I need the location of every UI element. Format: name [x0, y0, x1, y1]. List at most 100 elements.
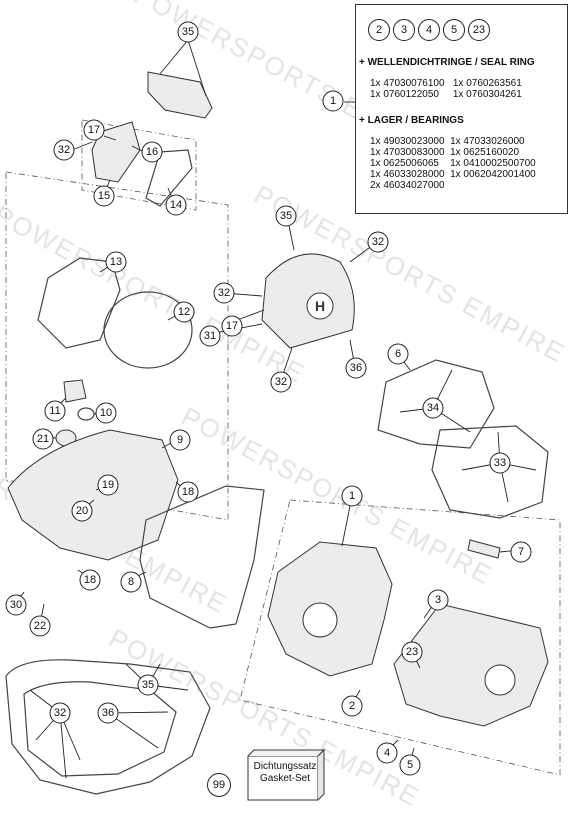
- callout-11: 11: [44, 400, 66, 422]
- callout-18: 18: [177, 481, 199, 503]
- callout-9: 9: [169, 429, 191, 451]
- callout-35: 35: [177, 21, 199, 43]
- callout-35: 35: [275, 205, 297, 227]
- callout-19: 19: [97, 474, 119, 496]
- svg-text:22: 22: [34, 620, 46, 632]
- svg-text:9: 9: [177, 434, 183, 446]
- parts-legend-box: 2 3 4 5 23 + WELLENDICHTRINGE / SEAL RIN…: [355, 4, 568, 214]
- svg-text:3: 3: [435, 594, 441, 606]
- legend-ref: 4: [418, 19, 440, 41]
- svg-text:32: 32: [54, 707, 66, 719]
- guide-bracket: [467, 539, 501, 559]
- svg-text:31: 31: [204, 330, 216, 342]
- callout-10: 10: [95, 402, 117, 424]
- callout-16: 16: [141, 141, 163, 163]
- callout-2: 2: [341, 695, 363, 717]
- svg-text:36: 36: [102, 707, 114, 719]
- outer-cover-gasket: [5, 659, 211, 795]
- callout-4: 4: [376, 742, 398, 764]
- svg-text:36: 36: [350, 362, 362, 374]
- callout-31: 31: [199, 325, 221, 347]
- callout-36: 36: [97, 702, 119, 724]
- callout-32: 32: [270, 371, 292, 393]
- svg-text:1: 1: [349, 490, 355, 502]
- water-pump-gasket: [145, 149, 193, 207]
- svg-text:POWERSPORTS EMPIRE: POWERSPORTS EMPIRE: [0, 199, 310, 389]
- legend-reference-numbers: 2 3 4 5 23: [368, 19, 490, 41]
- callout-13: 13: [105, 251, 127, 273]
- inner-cover-gasket: [23, 681, 177, 777]
- plug-o-ring: [77, 407, 95, 421]
- oil-plug: [63, 379, 87, 403]
- callout-1: 1: [341, 485, 363, 507]
- callout-35: 35: [137, 674, 159, 696]
- callout-12: 12: [173, 301, 195, 323]
- svg-text:14: 14: [170, 199, 182, 211]
- group-outline-clutch-cover: [5, 171, 229, 521]
- svg-text:12: 12: [178, 306, 190, 318]
- legend-ref: 3: [393, 19, 415, 41]
- svg-text:33: 33: [494, 457, 506, 469]
- svg-text:6: 6: [395, 348, 401, 360]
- svg-text:16: 16: [146, 146, 158, 158]
- svg-text:35: 35: [182, 26, 194, 38]
- bearing-heading: + LAGER / BEARINGS: [359, 115, 464, 126]
- exhaust-gasket: [431, 425, 549, 519]
- group-outline-water-pump: [81, 119, 197, 211]
- clutch-cover: [7, 429, 179, 561]
- svg-text:32: 32: [275, 376, 287, 388]
- callout-23: 23: [401, 641, 423, 663]
- gasket-set-callout: 99: [207, 773, 231, 797]
- svg-text:32: 32: [58, 144, 70, 156]
- callout-6: 6: [387, 343, 409, 365]
- callout-3: 3: [427, 589, 449, 611]
- legend-ref: 5: [443, 19, 465, 41]
- svg-text:20: 20: [76, 505, 88, 517]
- seal-ring-heading: + WELLENDICHTRINGE / SEAL RING: [359, 57, 535, 68]
- water-pump-housing: [91, 121, 141, 183]
- callout-8: 8: [120, 571, 142, 593]
- legend-ref: 23: [468, 19, 490, 41]
- svg-text:13: 13: [110, 256, 122, 268]
- callout-legend-ref: 1: [322, 90, 344, 112]
- group-outline-crankcase: [239, 499, 561, 776]
- svg-text:34: 34: [427, 402, 439, 414]
- callout-7: 7: [510, 541, 532, 563]
- callout-22: 22: [29, 615, 51, 637]
- callout-21: 21: [32, 428, 54, 450]
- callout-32: 32: [53, 139, 75, 161]
- clutch-o-ring: [103, 291, 193, 369]
- svg-text:30: 30: [10, 599, 22, 611]
- callout-30: 30: [5, 594, 27, 616]
- callout-17: 17: [83, 119, 105, 141]
- svg-text:21: 21: [37, 433, 49, 445]
- water-pump-cover: [147, 71, 213, 119]
- callout-18: 18: [79, 569, 101, 591]
- callout-14: 14: [165, 194, 187, 216]
- svg-text:17: 17: [226, 320, 238, 332]
- clutch-cover-gasket: [37, 257, 121, 349]
- callout-33: 33: [489, 452, 511, 474]
- svg-text:15: 15: [98, 190, 110, 202]
- svg-text:H: H: [315, 298, 325, 314]
- svg-text:4: 4: [384, 747, 390, 759]
- bearing-seat-left: [302, 602, 338, 638]
- callout-20: 20: [71, 500, 93, 522]
- callout-5: 5: [399, 754, 421, 776]
- svg-text:32: 32: [218, 287, 230, 299]
- crankcase-gasket: [139, 485, 265, 629]
- svg-text:35: 35: [142, 679, 154, 691]
- svg-text:7: 7: [518, 546, 524, 558]
- svg-text:8: 8: [128, 576, 134, 588]
- svg-text:18: 18: [182, 486, 194, 498]
- legend-ref: 2: [368, 19, 390, 41]
- svg-text:5: 5: [407, 759, 413, 771]
- callout-15: 15: [93, 185, 115, 207]
- svg-text:17: 17: [88, 124, 100, 136]
- svg-text:19: 19: [102, 479, 114, 491]
- svg-text:2: 2: [349, 700, 355, 712]
- svg-text:18: 18: [84, 574, 96, 586]
